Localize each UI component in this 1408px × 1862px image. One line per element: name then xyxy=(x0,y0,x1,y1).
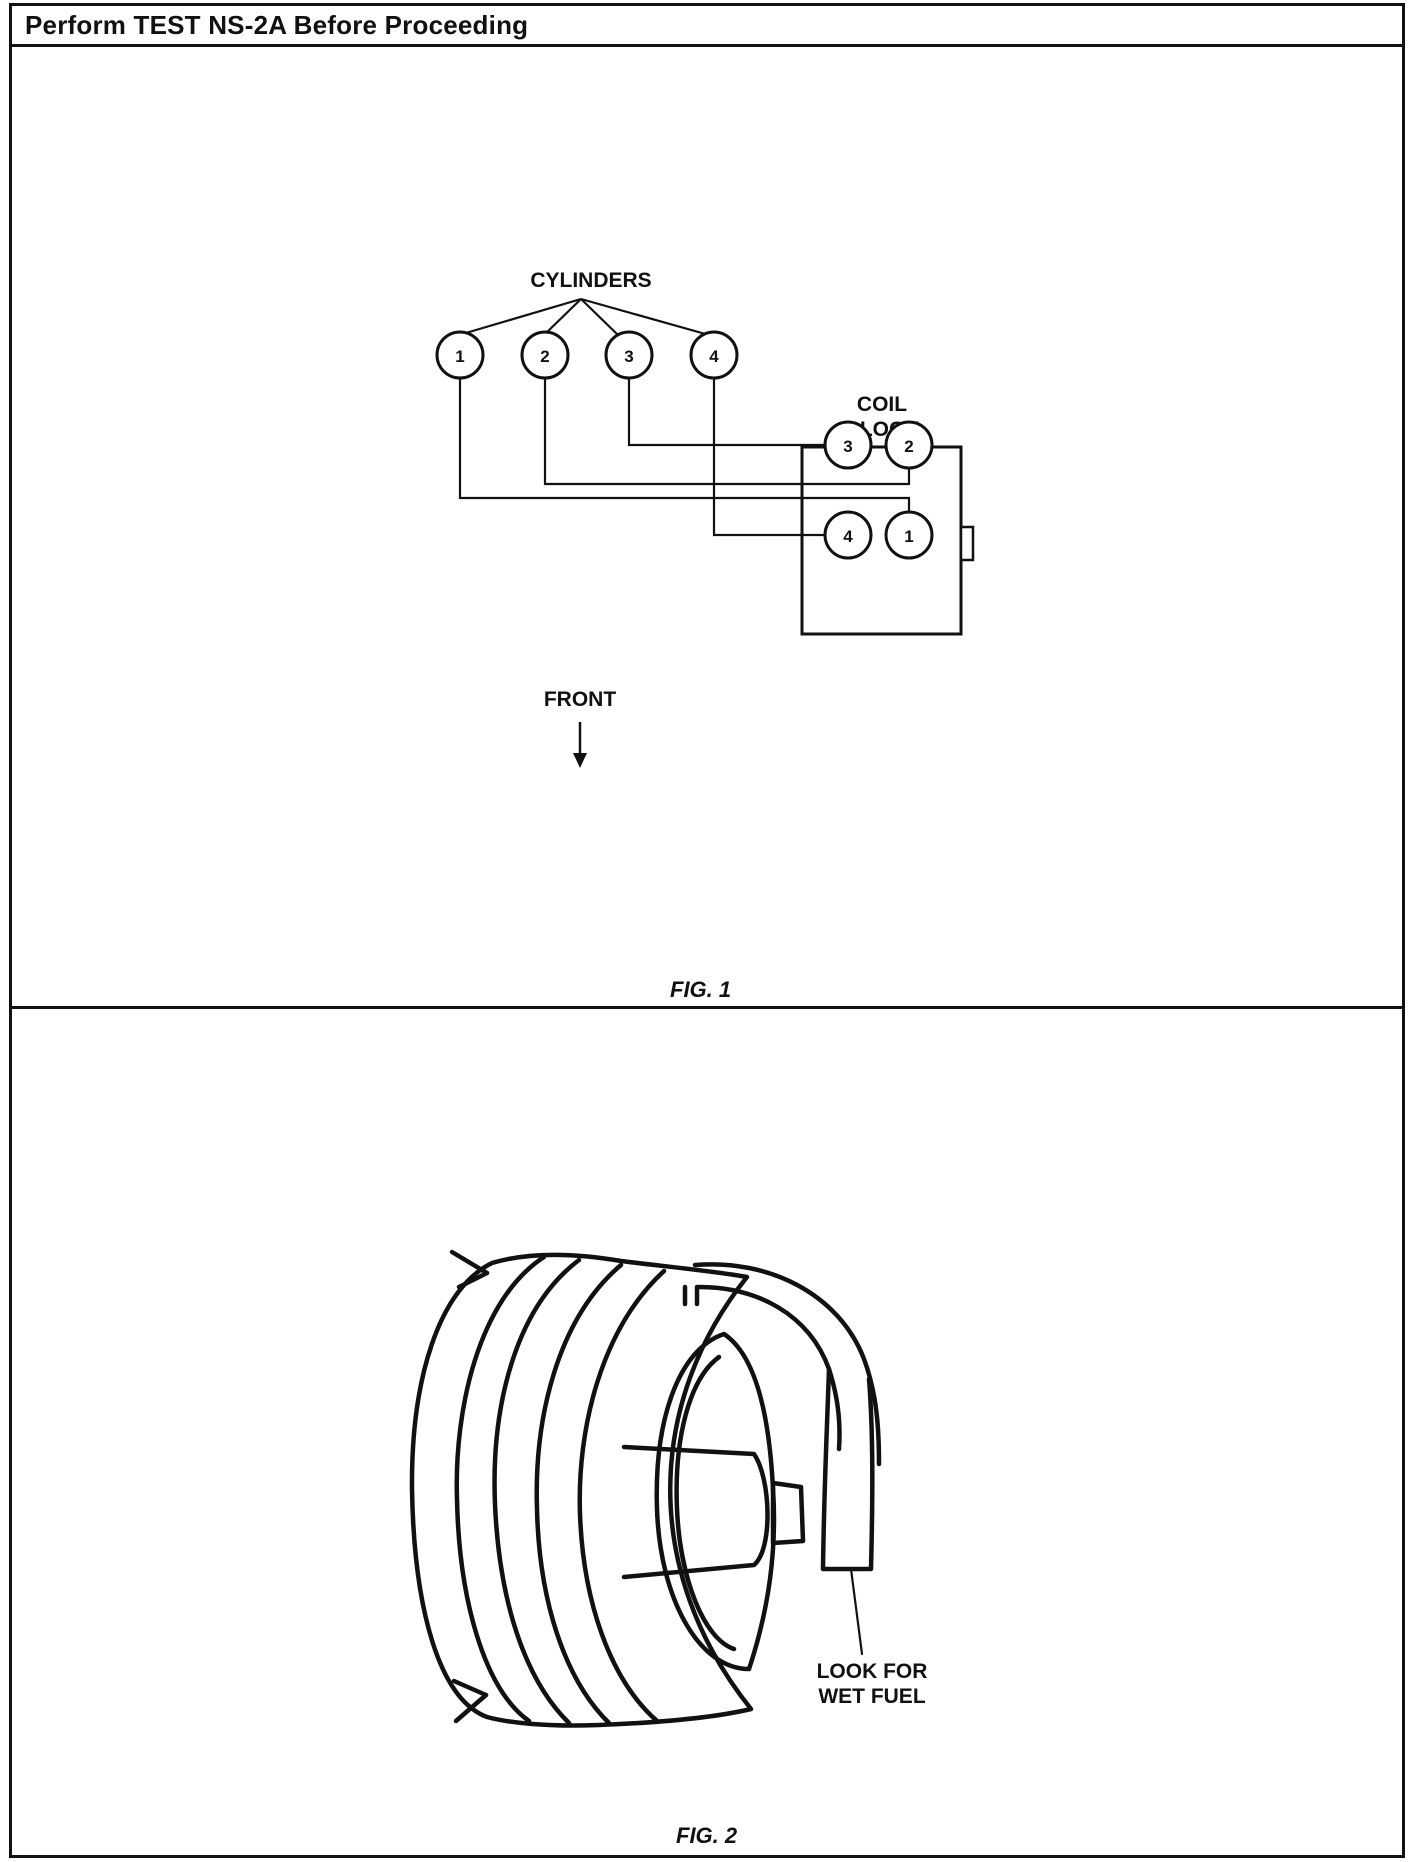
cylinder-4: 4 xyxy=(689,330,739,380)
boot-hood-inner xyxy=(696,1284,842,1452)
fig2-caption: FIG. 2 xyxy=(676,1823,738,1848)
coil-tower-4: 4 xyxy=(823,510,873,560)
coil-tower-2: 2 xyxy=(884,420,934,470)
cylinder-4-label: 4 xyxy=(709,347,719,366)
cylinder-2: 2 xyxy=(520,330,570,380)
panel-divider xyxy=(9,1006,1405,1009)
coil-block-connector xyxy=(959,525,975,562)
coil-tower-2-label: 2 xyxy=(904,437,913,456)
fig1-panel: CYLINDERS 1 2 3 4 COIL BLOCK xyxy=(9,47,1405,1006)
firing-order-diagram: CYLINDERS 1 2 3 4 COIL BLOCK xyxy=(435,269,975,768)
front-label: FRONT xyxy=(544,688,616,711)
boot-opening-inner xyxy=(674,1354,737,1652)
cylinder-1: 1 xyxy=(435,330,485,380)
coil-tower-1-label: 1 xyxy=(904,527,913,546)
cylinder-3-label: 3 xyxy=(624,347,633,366)
coil-tower-1: 1 xyxy=(884,510,934,560)
boot-barb-top-2 xyxy=(456,1270,490,1290)
vent-tube xyxy=(820,1366,875,1572)
fig1-caption: FIG. 1 xyxy=(670,977,732,1002)
cylinder-3: 3 xyxy=(604,330,654,380)
boot-outline xyxy=(409,1252,754,1728)
boot-hood xyxy=(692,1262,882,1467)
spark-plug-wires xyxy=(458,378,911,537)
coil-tower-4-label: 4 xyxy=(843,527,853,546)
boot-barb-top-1 xyxy=(449,1249,490,1276)
boot-rib-4 xyxy=(577,1268,667,1724)
terminal-tip xyxy=(770,1480,806,1546)
coil-block-label-line1: COIL xyxy=(857,393,907,416)
spark-plug-boot-illustration: LOOK FOR WET FUEL xyxy=(409,1249,928,1728)
callout-leader-line xyxy=(849,1567,864,1656)
page-header: Perform TEST NS-2A Before Proceeding xyxy=(9,3,1405,47)
front-arrow-icon xyxy=(573,722,587,768)
terminal-body xyxy=(621,1444,770,1580)
boot-rib-1 xyxy=(454,1254,547,1724)
coil-tower-3: 3 xyxy=(823,420,873,470)
page-title: Perform TEST NS-2A Before Proceeding xyxy=(25,10,529,40)
cylinder-2-label: 2 xyxy=(540,347,549,366)
fig2-panel: LOOK FOR WET FUEL FIG. 2 xyxy=(9,1009,1405,1858)
boot-barb-bottom-1 xyxy=(451,1678,489,1698)
cylinder-1-label: 1 xyxy=(455,347,464,366)
boot-rib-3 xyxy=(534,1262,624,1726)
callout-line1: LOOK FOR xyxy=(817,1660,928,1683)
callout-line2: WET FUEL xyxy=(818,1685,925,1708)
boot-opening-outer xyxy=(654,1331,777,1672)
cylinders-label: CYLINDERS xyxy=(530,269,651,292)
cylinders-leader-lines xyxy=(458,297,710,337)
boot-rib-2 xyxy=(492,1257,582,1726)
boot-barb-bottom-2 xyxy=(453,1692,489,1724)
coil-tower-3-label: 3 xyxy=(843,437,852,456)
page-frame xyxy=(9,3,1405,1858)
